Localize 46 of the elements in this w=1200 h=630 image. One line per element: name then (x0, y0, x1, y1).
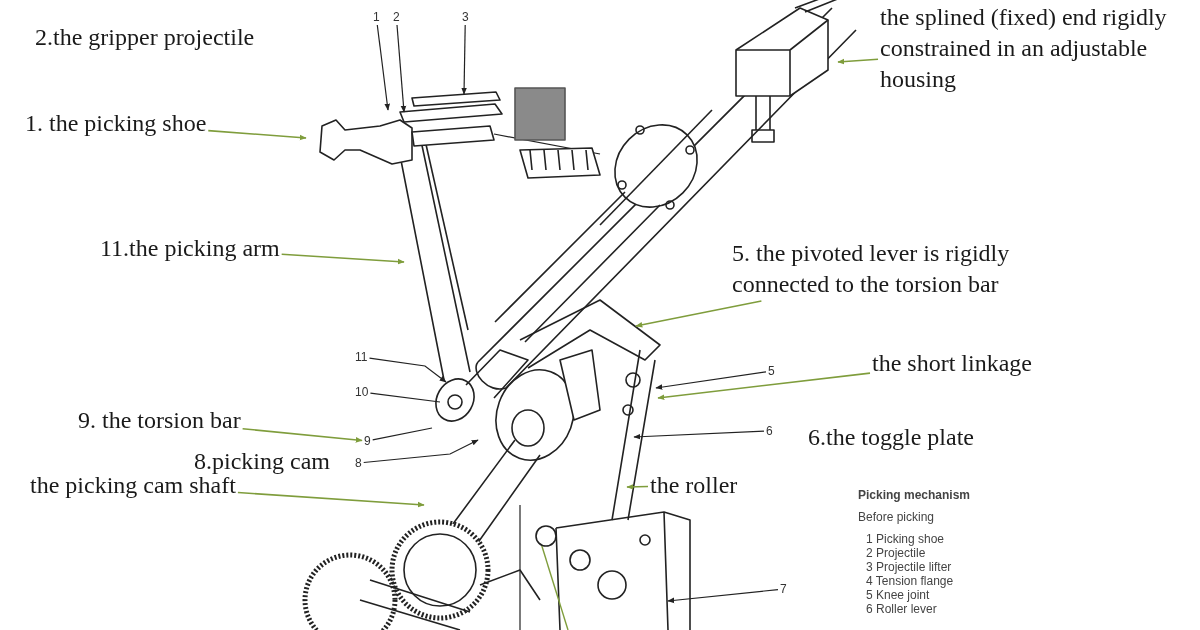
plain-text: 2.the gripper projectile (35, 23, 255, 52)
callout-number: 6 (766, 424, 773, 438)
callout-number: 3 (462, 10, 469, 24)
leader-line (657, 372, 871, 401)
callout-text: the short linkage (872, 348, 1032, 379)
leader-line (363, 439, 479, 464)
leader-line (837, 58, 879, 65)
legend-item: 5 Knee joint (866, 588, 930, 602)
leader-line (635, 300, 763, 328)
leader-line (369, 392, 441, 403)
callout-number: 11 (355, 350, 368, 364)
callout-number: 7 (780, 582, 787, 596)
legend-item: 2 Projectile (866, 546, 926, 560)
legend-item: 6 Roller lever (866, 602, 937, 616)
callout-text: the splined (fixed) end rigidly constrained in an adjustable housing (880, 2, 1200, 95)
legend-title: Picking mechanism (858, 488, 971, 502)
callout-text: the roller (650, 470, 738, 501)
callout-text: 1. the picking shoe (25, 108, 207, 139)
callout-text: 6.the toggle plate (808, 423, 974, 452)
leader-line (368, 357, 447, 383)
legend-item: 3 Projectile lifter (866, 560, 952, 574)
leader-line (633, 430, 765, 440)
legend-item: 1 Picking shoe (866, 532, 945, 546)
callout-number: 2 (393, 10, 400, 24)
leader-line (461, 24, 467, 95)
legend-item: 4 Tension flange (866, 574, 954, 588)
callout-text: 11.the picking arm (100, 233, 280, 264)
callout-text: 5. the pivoted lever is rigidly connected to the torsion bar (732, 238, 1112, 300)
callout-text: 8.picking cam (194, 447, 330, 476)
callout-number: 8 (355, 456, 362, 470)
leader-line (626, 484, 649, 490)
leader-line (667, 589, 779, 604)
leader-line (396, 24, 407, 113)
leader-line (376, 24, 390, 111)
callout-text: 9. the torsion bar (78, 405, 241, 436)
callout-number: 10 (355, 385, 369, 399)
leader-line (655, 371, 767, 390)
leader-line (241, 427, 363, 443)
leader-line (280, 253, 405, 265)
leader-line (207, 129, 307, 141)
callout-number: 9 (364, 434, 371, 448)
legend-subtitle: Before picking (858, 510, 935, 524)
callout-number: 1 (373, 10, 380, 24)
callout-number: 5 (768, 364, 775, 378)
leader-line (237, 491, 425, 508)
leader-line (372, 427, 433, 441)
